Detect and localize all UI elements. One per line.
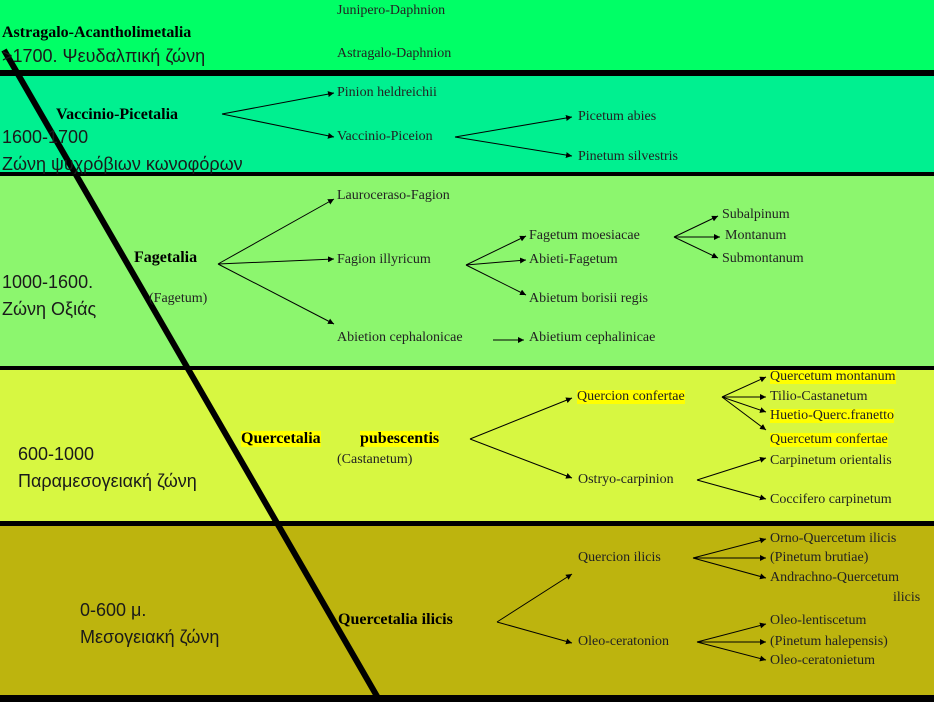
order-quercetalia-part1: Quercetalia [241, 430, 321, 447]
assoc-pinetum-brutiae: (Pinetum brutiae) [770, 550, 869, 565]
arrow-fagion-to-abieti [465, 257, 527, 266]
arrow-fagion-to-fagetum [465, 235, 527, 266]
zone-beech-name: Ζώνη Οξιάς [2, 299, 97, 319]
arrow-quercetalia-to-quercion [469, 397, 573, 440]
alliance-fagion: Fagion illyricum [337, 252, 431, 267]
arrow-ostryo-to-carpinetum [696, 456, 767, 481]
arrow-ilicis-to-oleo [496, 621, 573, 645]
alliance-junipero: Junipero-Daphnion [337, 3, 446, 18]
subtype-submontanum: Submontanum [722, 251, 804, 266]
assoc-coccifero: Coccifero carpinetum [770, 492, 892, 507]
alliance-ostryo: Ostryo-carpinion [578, 472, 674, 487]
alliance-piceion: Vaccinio-Piceion [337, 129, 433, 144]
arrow-piceion-to-pinetum [454, 136, 573, 158]
alliance-lauroceraso: Lauroceraso-Fagion [337, 188, 450, 203]
zone-band-conifer [0, 76, 934, 172]
assoc-abietum-borisii: Abietum borisii regis [529, 291, 648, 306]
zone-med-name: Μεσογειακή ζώνη [80, 627, 220, 647]
subtype-subalpinum: Subalpinum [722, 207, 790, 222]
alliance-pinion: Pinion heldreichii [337, 85, 437, 100]
arrow-vaccinio-to-piceion [221, 113, 335, 139]
zone-para-name: Παραμεσογειακή ζώνη [18, 471, 197, 491]
arrow-fagion-to-abietum [465, 264, 527, 296]
arrow-fagetalia-to-abietion [217, 263, 335, 325]
order-quercetalia-ilicis: Quercetalia ilicis [338, 611, 453, 628]
assoc-oleo-lentiscetum: Oleo-lentiscetum [770, 613, 867, 628]
arrow-fagetum-to-subalpinum [673, 215, 719, 238]
assoc-oleo-ceratonietum: Oleo-ceratonietum [770, 653, 875, 668]
assoc-pinetum: Pinetum silvestris [578, 149, 678, 164]
arrow-fagetalia-to-fagion [217, 256, 335, 265]
zone-conifer-altitude: 1600-1700 [2, 127, 89, 147]
assoc-quercetum-confertae: Quercetum confertae [770, 432, 888, 447]
assoc-andrachno: Andrachno-Quercetum [770, 570, 900, 585]
altitude-diagonal-line [1, 48, 381, 700]
assoc-fagetum-moesiacae: Fagetum moesiacae [529, 228, 640, 243]
assoc-picetum: Picetum abies [578, 109, 657, 124]
assoc-tilio-castanetum: Tilio-Castanetum [770, 389, 868, 404]
order-fagetalia: Fagetalia [134, 249, 198, 266]
alliance-oleo-ceratonion: Oleo-ceratonion [578, 634, 669, 649]
order-pubescentis: pubescentis [360, 430, 440, 447]
arrow-oleo-to-lentiscetum [696, 622, 767, 643]
arrow-quercion-to-confertae [721, 396, 767, 431]
order-vaccinio-picetalia: Vaccinio-Picetalia [56, 106, 179, 123]
assoc-abieti-fagetum: Abieti-Fagetum [529, 252, 618, 267]
alliance-quercion-confertae: Quercion confertae [577, 389, 685, 404]
zone-para-altitude: 600-1000 [18, 444, 95, 464]
arrow-ilicis-to-quercion [496, 573, 573, 623]
arrow-fagetum-to-submontanum [673, 236, 719, 259]
assoc-quercetum-montanum: Quercetum montanum [770, 369, 896, 384]
assoc-orno-quercetum: Orno-Quercetum ilicis [770, 531, 897, 546]
arrow-quercion-to-montanum [721, 376, 767, 398]
order-fagetum-note: (Fagetum) [149, 291, 208, 306]
zone-beech-altitude: 1000-1600. [2, 272, 94, 292]
arrow-ostryo-to-coccifero [696, 479, 767, 501]
order-astragalo: Astragalo-Acantholimetalia [2, 24, 192, 41]
zone-band-subalpine [0, 0, 934, 70]
zone-med-altitude: 0-600 μ. [80, 600, 147, 620]
arrow-quercion-to-huetio [721, 396, 767, 413]
assoc-andrachno-ilicis: ilicis [893, 590, 921, 605]
zone-band-mediterranean [0, 526, 934, 695]
arrow-oleo-to-ceratonietum [696, 641, 767, 662]
zone-conifer-name: Ζώνη ψυχρόβιων κωνοφόρων [2, 154, 243, 174]
assoc-abietium-cephalinicae: Abietium cephalinicae [529, 330, 656, 345]
assoc-carpinetum: Carpinetum orientalis [770, 453, 892, 468]
zone-band-beech [0, 176, 934, 366]
order-castanetum-note: (Castanetum) [337, 452, 413, 467]
alliance-astragalo-daphnion: Astragalo-Daphnion [337, 46, 452, 61]
zone-subalpine-label: >1700. Ψευδαλπική ζώνη [2, 46, 206, 66]
assoc-pinetum-halepensis: (Pinetum halepensis) [770, 634, 888, 649]
arrow-fagetalia-to-lauroceraso [217, 198, 335, 265]
arrow-piceion-to-picetum [454, 115, 573, 138]
arrow-vaccinio-to-pinion [221, 91, 335, 115]
subtype-montanum: Montanum [725, 228, 787, 243]
arrow-quercion-to-andrachno [692, 557, 767, 580]
alliance-abietion: Abietion cephalonicae [337, 330, 463, 345]
arrow-quercetalia-to-ostryo [469, 438, 573, 479]
assoc-huetio: Huetio-Querc.franetto [770, 408, 894, 423]
arrow-quercion-to-orno [692, 537, 767, 559]
alliance-quercion-ilicis: Quercion ilicis [578, 550, 661, 565]
